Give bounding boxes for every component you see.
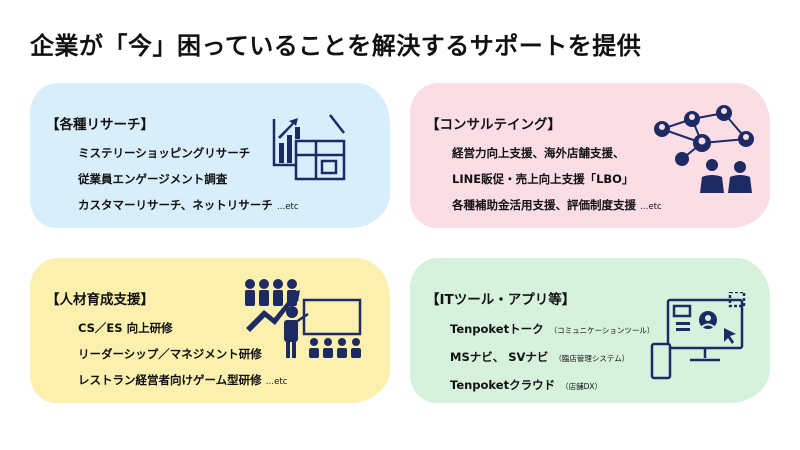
monitor-phone-icon xyxy=(650,292,746,380)
card-research: 【各種リサーチ】 ミステリーショッピングリサーチ 従業員エンゲージメント調査 カ… xyxy=(30,83,390,228)
card-research-title: 【各種リサーチ】 xyxy=(46,117,154,133)
list-item: CS／ES 向上研修 xyxy=(78,321,173,335)
list-item: 経営力向上支援、海外店舗支援、 xyxy=(452,146,625,160)
card-consulting-items: 経営力向上支援、海外店舗支援、 LINE販促・売上向上支援「LBO」 各種補助金… xyxy=(452,141,662,219)
card-it-title: 【ITツール・アプリ等】 xyxy=(426,292,576,308)
list-item: Tenpoketトーク（コミュニケーションツール） xyxy=(450,322,655,336)
page-title: 企業が「今」困っていることを解決するサポートを提供 xyxy=(30,32,642,60)
training-presentation-icon xyxy=(245,279,362,358)
list-item: LINE販促・売上向上支援「LBO」 xyxy=(452,172,634,186)
people-network-icon xyxy=(654,105,754,193)
list-item: Tenpoketクラウド（店舗DX） xyxy=(450,378,602,392)
list-item: MSナビ、 SVナビ（臨店管理システム） xyxy=(450,350,630,364)
card-research-items: ミステリーショッピングリサーチ 従業員エンゲージメント調査 カスタマーリサーチ、… xyxy=(78,141,299,219)
list-item: リーダーシップ／マネジメント研修 xyxy=(78,347,262,361)
list-item: ミステリーショッピングリサーチ xyxy=(78,146,251,160)
card-it-tools: 【ITツール・アプリ等】 Tenpoketトーク（コミュニケーションツール） M… xyxy=(410,258,770,403)
card-consulting-title: 【コンサルテイング】 xyxy=(426,117,561,133)
card-training: 【人材育成支援】 CS／ES 向上研修 リーダーシップ／マネジメント研修 レスト… xyxy=(30,258,390,403)
card-training-title: 【人材育成支援】 xyxy=(46,292,154,308)
card-consulting: 【コンサルテイング】 経営力向上支援、海外店舗支援、 LINE販促・売上向上支援… xyxy=(410,83,770,228)
card-training-items: CS／ES 向上研修 リーダーシップ／マネジメント研修 レストラン経営者向けゲー… xyxy=(78,316,287,394)
list-item: カスタマーリサーチ、ネットリサーチ…etc xyxy=(78,198,299,212)
list-item: レストラン経営者向けゲーム型研修…etc xyxy=(78,373,288,387)
card-it-items: Tenpoketトーク（コミュニケーションツール） MSナビ、 SVナビ（臨店管… xyxy=(450,316,654,400)
list-item: 従業員エンゲージメント調査 xyxy=(78,172,228,186)
list-item: 各種補助金活用支援、評価制度支援…etc xyxy=(452,198,662,212)
chart-blueprint-icon xyxy=(272,114,346,181)
